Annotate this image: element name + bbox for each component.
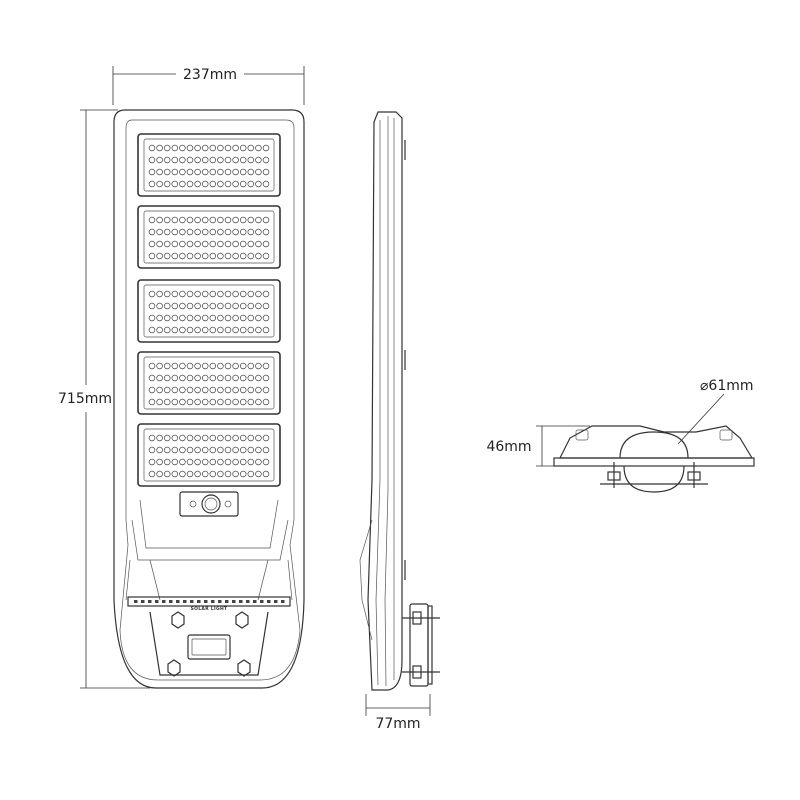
led-panel xyxy=(137,133,281,197)
housing-outline xyxy=(113,109,305,689)
label-strip: SOLAR LIGHT xyxy=(127,596,291,612)
led-panel xyxy=(137,351,281,415)
side-view: 77mm xyxy=(359,111,440,732)
height-dimension: 715mm xyxy=(58,109,150,689)
strip-dots xyxy=(134,600,285,603)
width-dimension: 237mm xyxy=(112,66,305,105)
led-panels xyxy=(137,133,281,487)
depth-dimension: 77mm xyxy=(365,694,431,732)
side-mount-bracket xyxy=(402,603,440,687)
depth-label: 77mm xyxy=(375,716,420,732)
front-view: 237mm 715mm xyxy=(58,66,305,689)
diameter-label: ⌀61mm xyxy=(700,378,754,394)
lower-body xyxy=(125,499,293,601)
sensor-module xyxy=(179,491,239,517)
width-label: 237mm xyxy=(183,67,237,83)
solar-light-label: SOLAR LIGHT xyxy=(191,606,228,612)
battery-box xyxy=(149,611,269,677)
led-panel xyxy=(137,205,281,269)
height-label: 715mm xyxy=(58,391,112,407)
side-profile xyxy=(367,111,403,691)
led-panel xyxy=(137,279,281,343)
bracket-height-dimension: 46mm xyxy=(486,425,590,467)
led-panel xyxy=(137,423,281,487)
housing-inner-outline xyxy=(119,119,301,681)
bracket-view: ⌀61mm 46mm xyxy=(486,378,755,493)
diameter-leader xyxy=(677,393,725,445)
bracket-height-label: 46mm xyxy=(486,439,531,455)
